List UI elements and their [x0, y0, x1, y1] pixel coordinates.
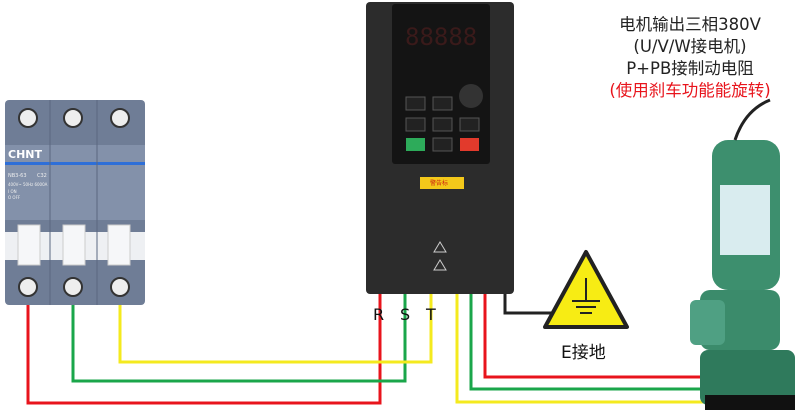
svg-text:88888: 88888 [405, 23, 477, 51]
breaker-specs: 400V~ 50Hz 6000A [8, 182, 48, 187]
inverter-warning-label: 警告标 [430, 179, 448, 187]
wire-w [483, 293, 710, 379]
circuit-breaker: CHNT NB3-63 C32 400V~ 50Hz 6000A I ON O … [5, 100, 145, 305]
note-brake-resistor: P+PB接制动电阻 [626, 59, 754, 78]
wire-r [26, 293, 382, 405]
note-uvw: (U/V/W接电机) [633, 37, 747, 56]
breaker-off-label: O OFF [8, 195, 21, 200]
frequency-inverter: 88888 警告标 [366, 2, 514, 294]
ground-label: E接地 [561, 343, 606, 363]
wire-ground [503, 293, 560, 315]
wire-s [71, 293, 407, 383]
ground-symbol [543, 250, 629, 329]
wire-t [118, 293, 433, 364]
wire-u [455, 293, 710, 404]
terminal-s-label: S [400, 305, 411, 324]
wiring-notes: 电机输出三相380V (U/V/W接电机) P+PB接制动电阻 (使用刹车功能能… [580, 14, 800, 102]
breaker-rating: C32 [37, 173, 47, 179]
water-pump-motor [690, 98, 795, 410]
wire-v [469, 293, 710, 391]
note-motor-output: 电机输出三相380V [619, 15, 761, 34]
breaker-model: NB3-63 [8, 173, 27, 179]
breaker-on-label: I ON [8, 189, 17, 194]
note-brake-function: (使用刹车功能能旋转) [609, 81, 771, 100]
terminal-r-label: R [373, 305, 385, 324]
breaker-brand: CHNT [8, 148, 42, 161]
terminal-t-label: T [426, 305, 436, 324]
